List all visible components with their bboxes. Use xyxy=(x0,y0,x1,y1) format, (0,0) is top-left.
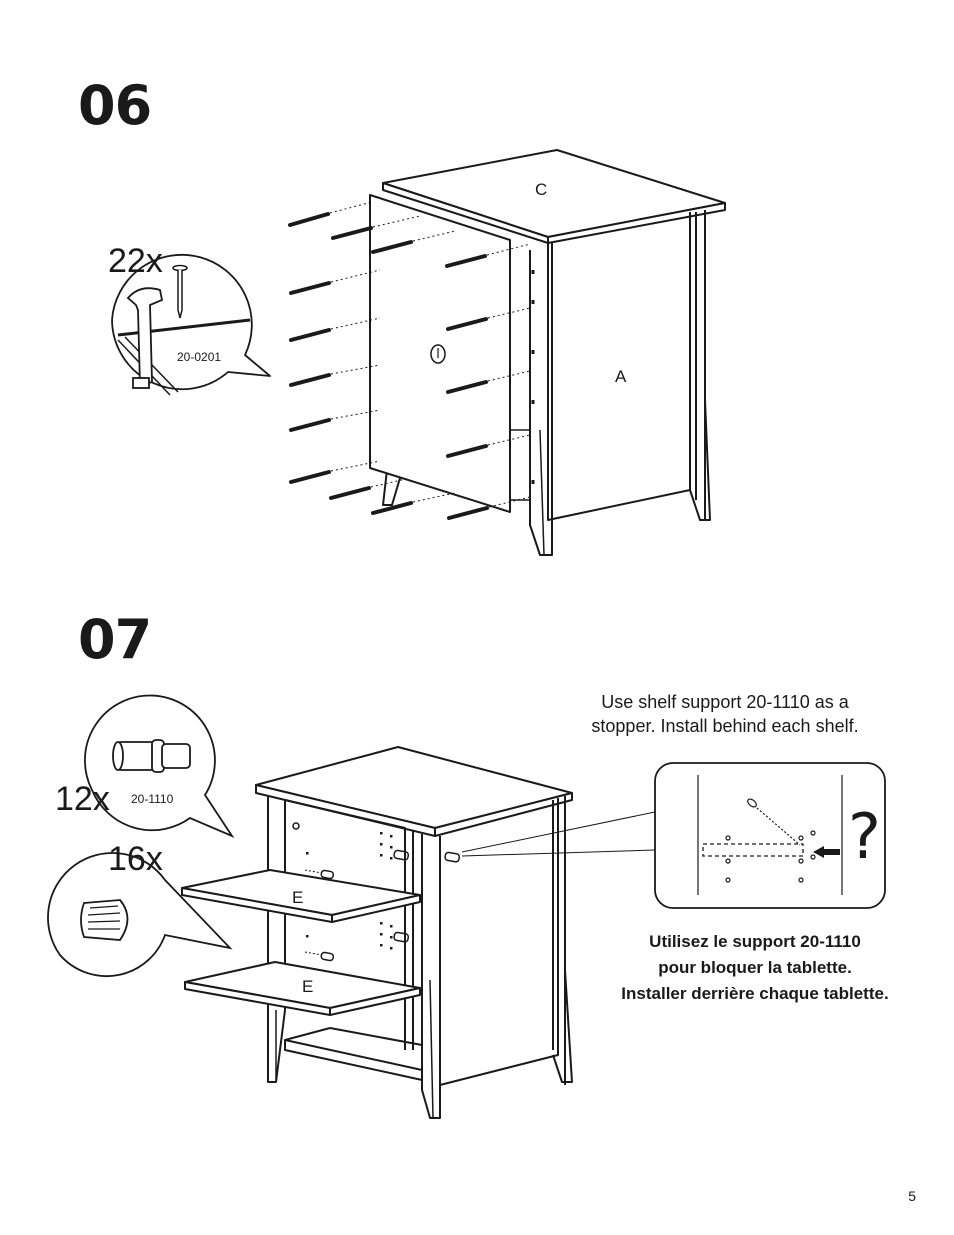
quantity-dowels: 16x xyxy=(108,840,163,878)
detail-box xyxy=(654,762,886,909)
arrow-icon xyxy=(813,846,840,858)
panel-label-a: A xyxy=(615,367,627,386)
note-french-line-3: Installer derrière chaque tablette. xyxy=(621,984,889,1003)
wooden-dowel-icon xyxy=(47,852,233,978)
page-number: 5 xyxy=(908,1188,916,1204)
nail-icon xyxy=(172,264,188,319)
question-mark: ? xyxy=(848,800,881,873)
cabinet-step07 xyxy=(181,746,656,1119)
step-number-07: 07 xyxy=(78,608,152,671)
screw-icon xyxy=(288,201,531,520)
hammer-icon xyxy=(117,287,251,396)
shelf-label-e-2: E xyxy=(302,977,314,996)
quantity-nails: 22x xyxy=(108,242,163,280)
note-english-line-1: Use shelf support 20-1110 as a xyxy=(601,692,849,712)
quantity-supports: 12x xyxy=(55,780,110,818)
note-french-line-2: pour bloquer la tablette. xyxy=(658,958,852,977)
note-english: Use shelf support 20-1110 as a stopper. … xyxy=(540,690,910,738)
note-french-line-1: Utilisez le support 20-1110 xyxy=(649,932,861,951)
note-french: Utilisez le support 20-1110 pour bloquer… xyxy=(570,929,940,1007)
panel-label-c: C xyxy=(535,180,548,199)
note-english-line-2: stopper. Install behind each shelf. xyxy=(591,716,859,736)
part-code-nail: 20-0201 xyxy=(177,350,222,364)
cabinet-step06 xyxy=(369,149,726,556)
shelf-label-e-1: E xyxy=(292,888,304,907)
shelf-support-icon xyxy=(84,694,235,839)
part-code-support: 20-1110 xyxy=(131,792,174,806)
step-number-06: 06 xyxy=(78,74,152,137)
